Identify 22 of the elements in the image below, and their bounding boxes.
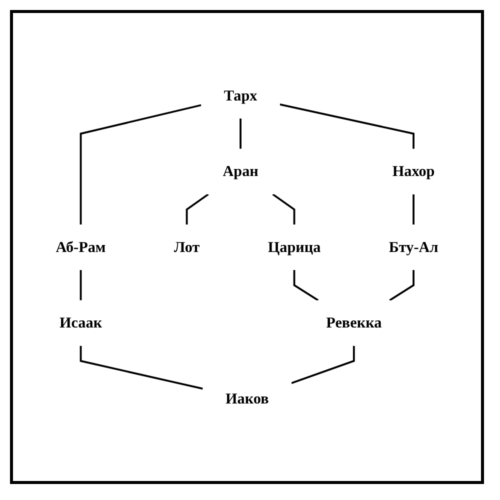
node-text: Аб-Рам	[56, 238, 106, 256]
connector	[80, 270, 82, 300]
frame-border: Тарх Аб-Рам Аран Нахор Лот Царица Бту-Ал Исаак Ревекка Иаков	[10, 10, 484, 484]
node-text: Ревекка	[326, 314, 382, 332]
connector	[280, 103, 414, 148]
connector	[389, 270, 414, 301]
node-text: Иаков	[226, 390, 269, 407]
connector	[80, 104, 202, 224]
connector	[240, 118, 242, 148]
node-text: Аран	[222, 162, 258, 180]
node-text: Бту-Ал	[388, 238, 438, 256]
connector	[293, 270, 319, 301]
node-text: Нахор	[392, 162, 435, 180]
node-text: Исаак	[59, 314, 102, 332]
connector	[291, 346, 355, 384]
connector	[80, 346, 203, 390]
connector	[272, 193, 296, 224]
connector	[412, 194, 414, 224]
node-text: Царица	[268, 238, 321, 256]
connector	[186, 193, 209, 224]
node-text: Тарх	[224, 87, 258, 104]
node-text: Лот	[174, 238, 200, 256]
